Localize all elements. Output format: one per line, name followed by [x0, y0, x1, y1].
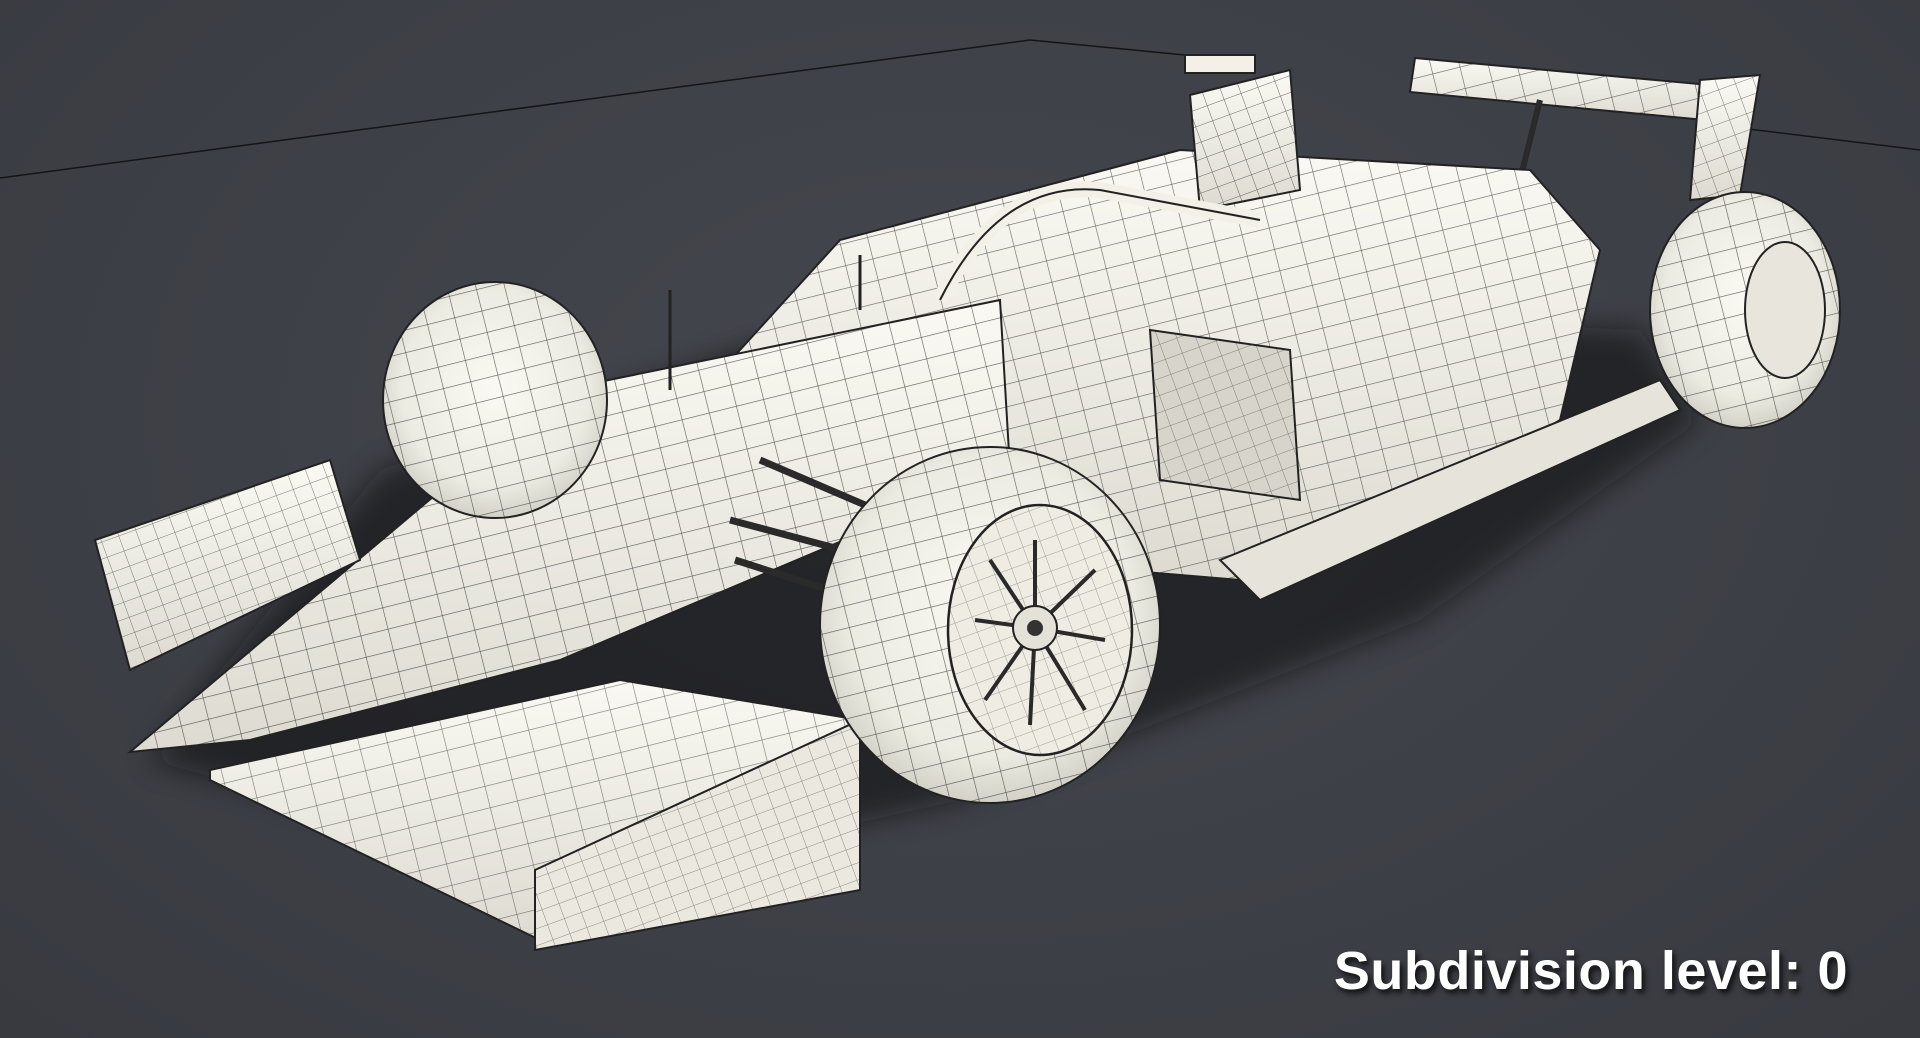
front-right-tire: [819, 446, 1161, 804]
front-left-tire: [382, 281, 608, 519]
floor-lines: [0, 39, 1920, 179]
subdivision-level-caption: Subdivision level: 0: [1333, 941, 1848, 1001]
rear-tire: [1649, 191, 1841, 429]
front-wing: [93, 458, 861, 952]
